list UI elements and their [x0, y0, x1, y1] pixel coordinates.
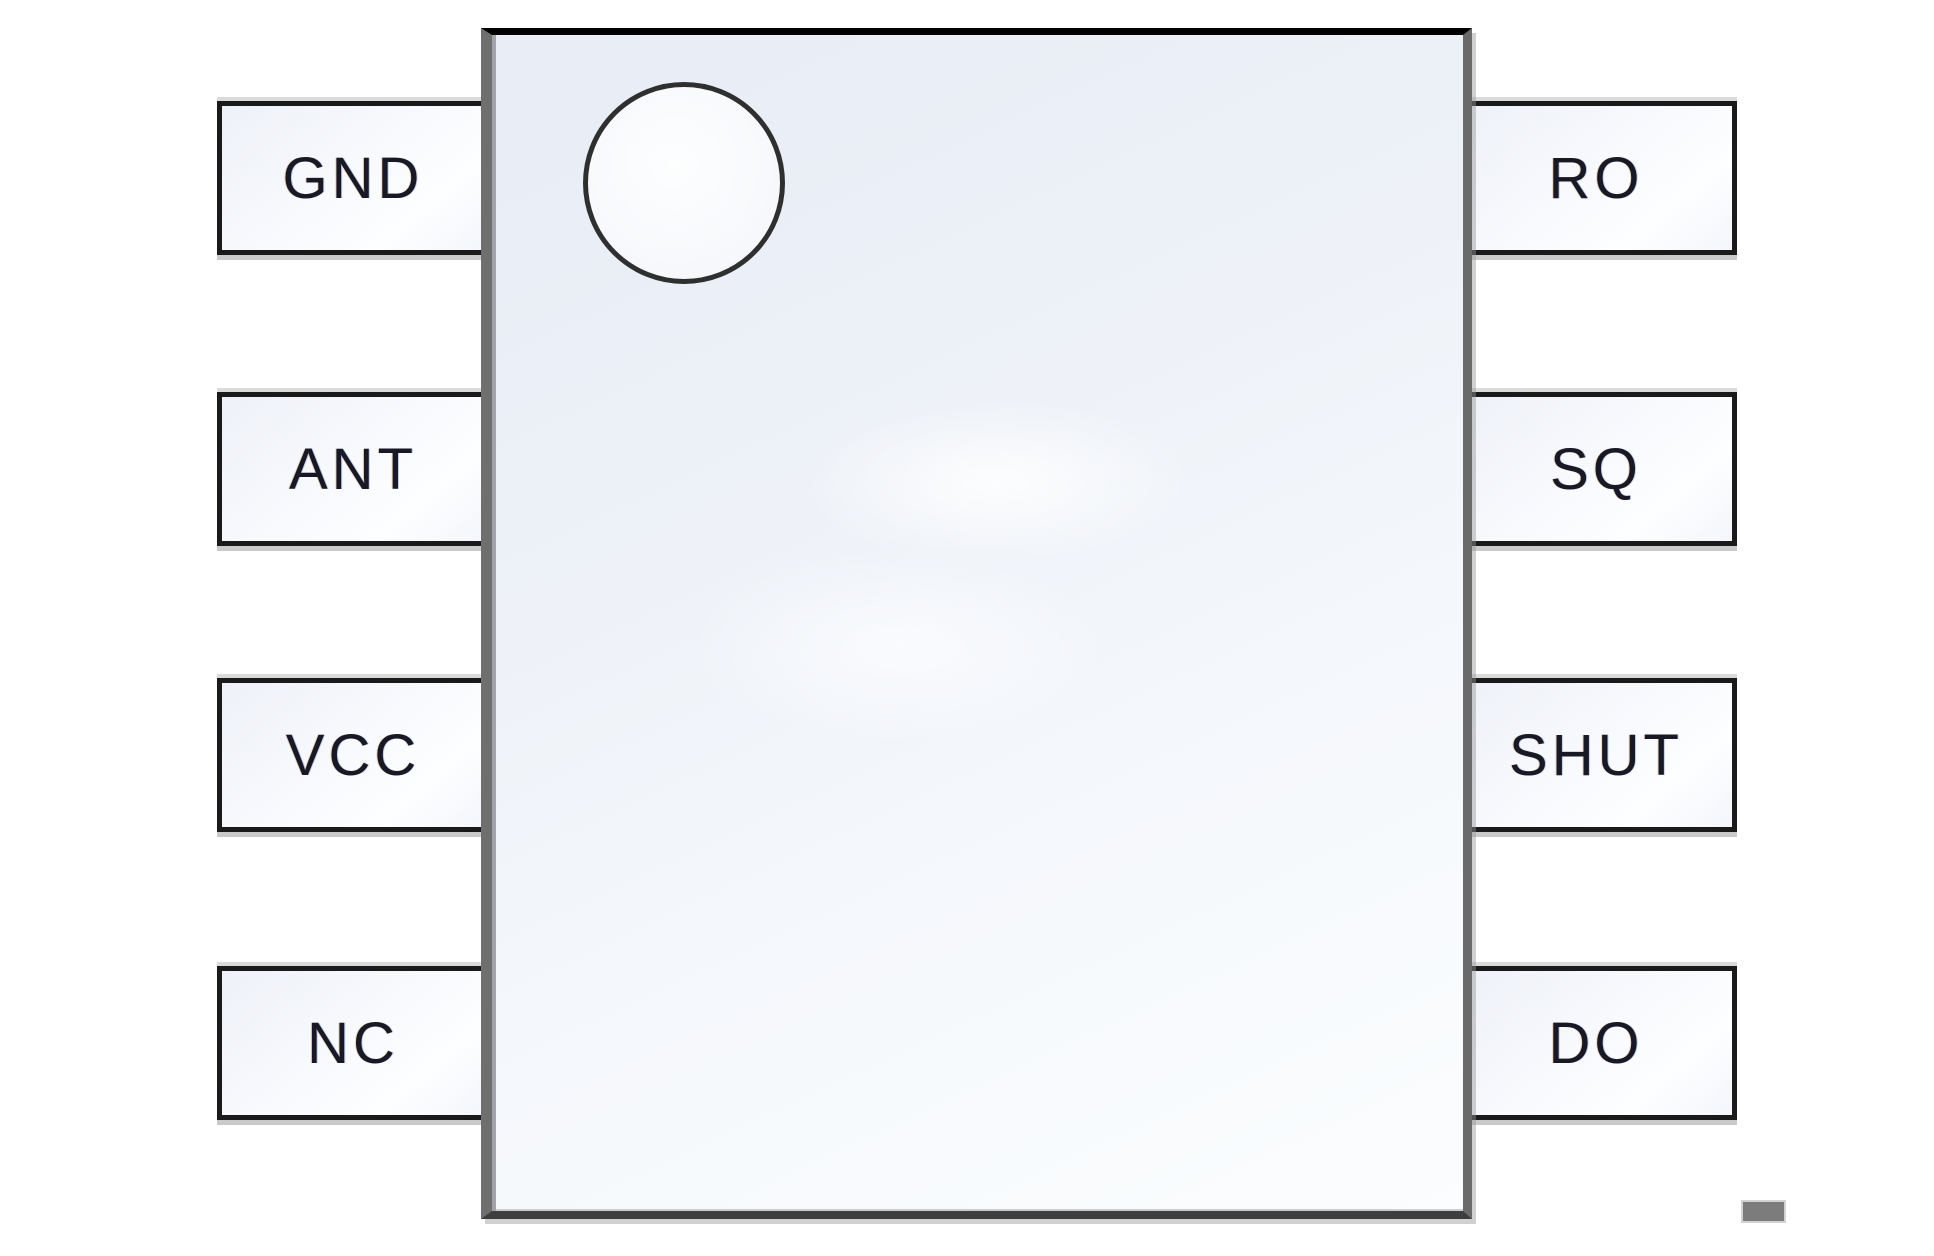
pin-do: DO — [1455, 966, 1737, 1120]
pin-shut: SHUT — [1455, 678, 1737, 832]
pin-do-label: DO — [1548, 1010, 1644, 1076]
pin-sq-label: SQ — [1550, 436, 1642, 502]
pin-nc: NC — [217, 966, 489, 1120]
pin-ro-label: RO — [1548, 145, 1644, 211]
pin-vcc-label: VCC — [285, 722, 421, 788]
pin-ant-label: ANT — [289, 436, 417, 502]
pin-nc-label: NC — [307, 1010, 399, 1076]
pin-gnd-label: GND — [282, 145, 424, 211]
gray-marker — [1743, 1202, 1784, 1221]
pin-shut-label: SHUT — [1509, 722, 1683, 788]
pin-sq: SQ — [1455, 392, 1737, 546]
pin-gnd: GND — [217, 101, 489, 255]
pin-ant: ANT — [217, 392, 489, 546]
pin1-indicator-circle — [583, 82, 785, 284]
pin-vcc: VCC — [217, 678, 489, 832]
pin-ro: RO — [1455, 101, 1737, 255]
